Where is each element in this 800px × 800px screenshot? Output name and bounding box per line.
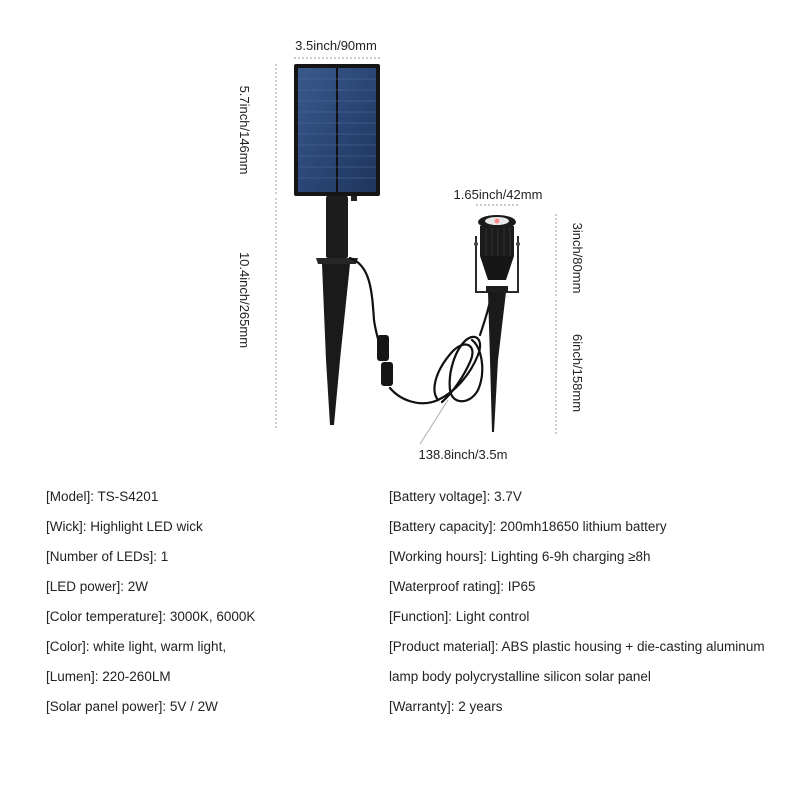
spec-value: : 5V / 2W <box>162 699 218 714</box>
spec-value: : 2 years <box>450 699 503 714</box>
lamp-spike <box>488 292 506 432</box>
specs-left-column: [Model]: TS-S4201 [Wick]: Highlight LED … <box>46 482 255 722</box>
spec-value: : ABS plastic housing + die-casting alum… <box>494 639 765 654</box>
spike-length-label: 6inch/158mm <box>570 334 585 412</box>
spec-value: : 3.7V <box>486 489 522 504</box>
product-diagram: 3.5inch/90mm 5.7inch/146mm 10.4inch/265m… <box>237 38 585 462</box>
spec-value: : 1 <box>153 549 169 564</box>
spec-label: [Waterproof rating] <box>389 579 501 594</box>
lamp-height-dimension: 3inch/80mm <box>555 214 585 296</box>
lamp-width-label: 1.65inch/42mm <box>454 187 543 202</box>
cable <box>348 256 494 405</box>
lamp-width-dimension: 1.65inch/42mm <box>454 187 543 206</box>
spec-battery-capacity: [Battery capacity]: 200mh18650 lithium b… <box>389 512 765 542</box>
spec-label: [Color temperature] <box>46 609 163 624</box>
spec-value: : Highlight LED wick <box>82 519 203 534</box>
spec-value: : white light, warm light, <box>85 639 227 654</box>
solar-panel <box>294 64 380 201</box>
spec-value: : 2W <box>120 579 149 594</box>
spec-product-material: [Product material]: ABS plastic housing … <box>389 632 765 662</box>
spec-label: [Battery voltage] <box>389 489 487 504</box>
spec-value: : Lighting 6-9h charging ≥8h <box>483 549 651 564</box>
spec-label: [Color] <box>46 639 86 654</box>
spec-label: [Working hours] <box>389 549 484 564</box>
spec-label: [Wick] <box>46 519 83 534</box>
panel-stake <box>316 196 358 425</box>
total-height-label: 10.4inch/265mm <box>237 252 252 348</box>
spec-product-material-continued: lamp body polycrystalline silicon solar … <box>389 662 765 692</box>
spec-number-of-leds: [Number of LEDs]: 1 <box>46 542 255 572</box>
spec-label: [Number of LEDs] <box>46 549 154 564</box>
spec-label: [Battery capacity] <box>389 519 493 534</box>
total-height-dimension: 10.4inch/265mm <box>237 198 277 428</box>
spec-warranty: [Warranty]: 2 years <box>389 692 765 722</box>
spec-label: [Function] <box>389 609 449 624</box>
spec-value: : 220-260LM <box>94 669 171 684</box>
spotlight-lamp <box>474 215 520 293</box>
panel-width-label: 3.5inch/90mm <box>295 38 377 53</box>
spec-lumen: [Lumen]: 220-260LM <box>46 662 255 692</box>
spec-label: [Warranty] <box>389 699 451 714</box>
cable-length-label: 138.8inch/3.5m <box>419 447 508 462</box>
spec-label: [LED power] <box>46 579 121 594</box>
spec-function: [Function]: Light control <box>389 602 765 632</box>
cable-length-dimension: 138.8inch/3.5m <box>419 399 508 462</box>
spec-color-temperature: [Color temperature]: 3000K, 6000K <box>46 602 255 632</box>
spec-working-hours: [Working hours]: Lighting 6-9h charging … <box>389 542 765 572</box>
spike-length-dimension: 6inch/158mm <box>555 300 585 434</box>
spec-battery-voltage: [Battery voltage]: 3.7V <box>389 482 765 512</box>
lamp-height-label: 3inch/80mm <box>570 223 585 294</box>
spec-wick: [Wick]: Highlight LED wick <box>46 512 255 542</box>
panel-height-dimension: 5.7inch/146mm <box>237 64 277 195</box>
spec-value: : IP65 <box>500 579 536 594</box>
spec-solar-panel-power: [Solar panel power]: 5V / 2W <box>46 692 255 722</box>
spec-value: : 3000K, 6000K <box>162 609 256 624</box>
specs-right-column: [Battery voltage]: 3.7V [Battery capacit… <box>389 482 765 722</box>
spec-label: [Solar panel power] <box>46 699 163 714</box>
spec-label: [Lumen] <box>46 669 95 684</box>
spec-led-power: [LED power]: 2W <box>46 572 255 602</box>
spec-label: [Model] <box>46 489 91 504</box>
panel-height-label: 5.7inch/146mm <box>237 86 252 175</box>
spec-label: [Product material] <box>389 639 495 654</box>
spec-value: : Light control <box>448 609 530 624</box>
spec-model: [Model]: TS-S4201 <box>46 482 255 512</box>
panel-width-dimension: 3.5inch/90mm <box>294 38 380 59</box>
spec-value: lamp body polycrystalline silicon solar … <box>389 669 651 684</box>
spec-color: [Color]: white light, warm light, <box>46 632 255 662</box>
spec-value: : TS-S4201 <box>90 489 159 504</box>
spec-value: : 200mh18650 lithium battery <box>492 519 667 534</box>
spec-waterproof-rating: [Waterproof rating]: IP65 <box>389 572 765 602</box>
